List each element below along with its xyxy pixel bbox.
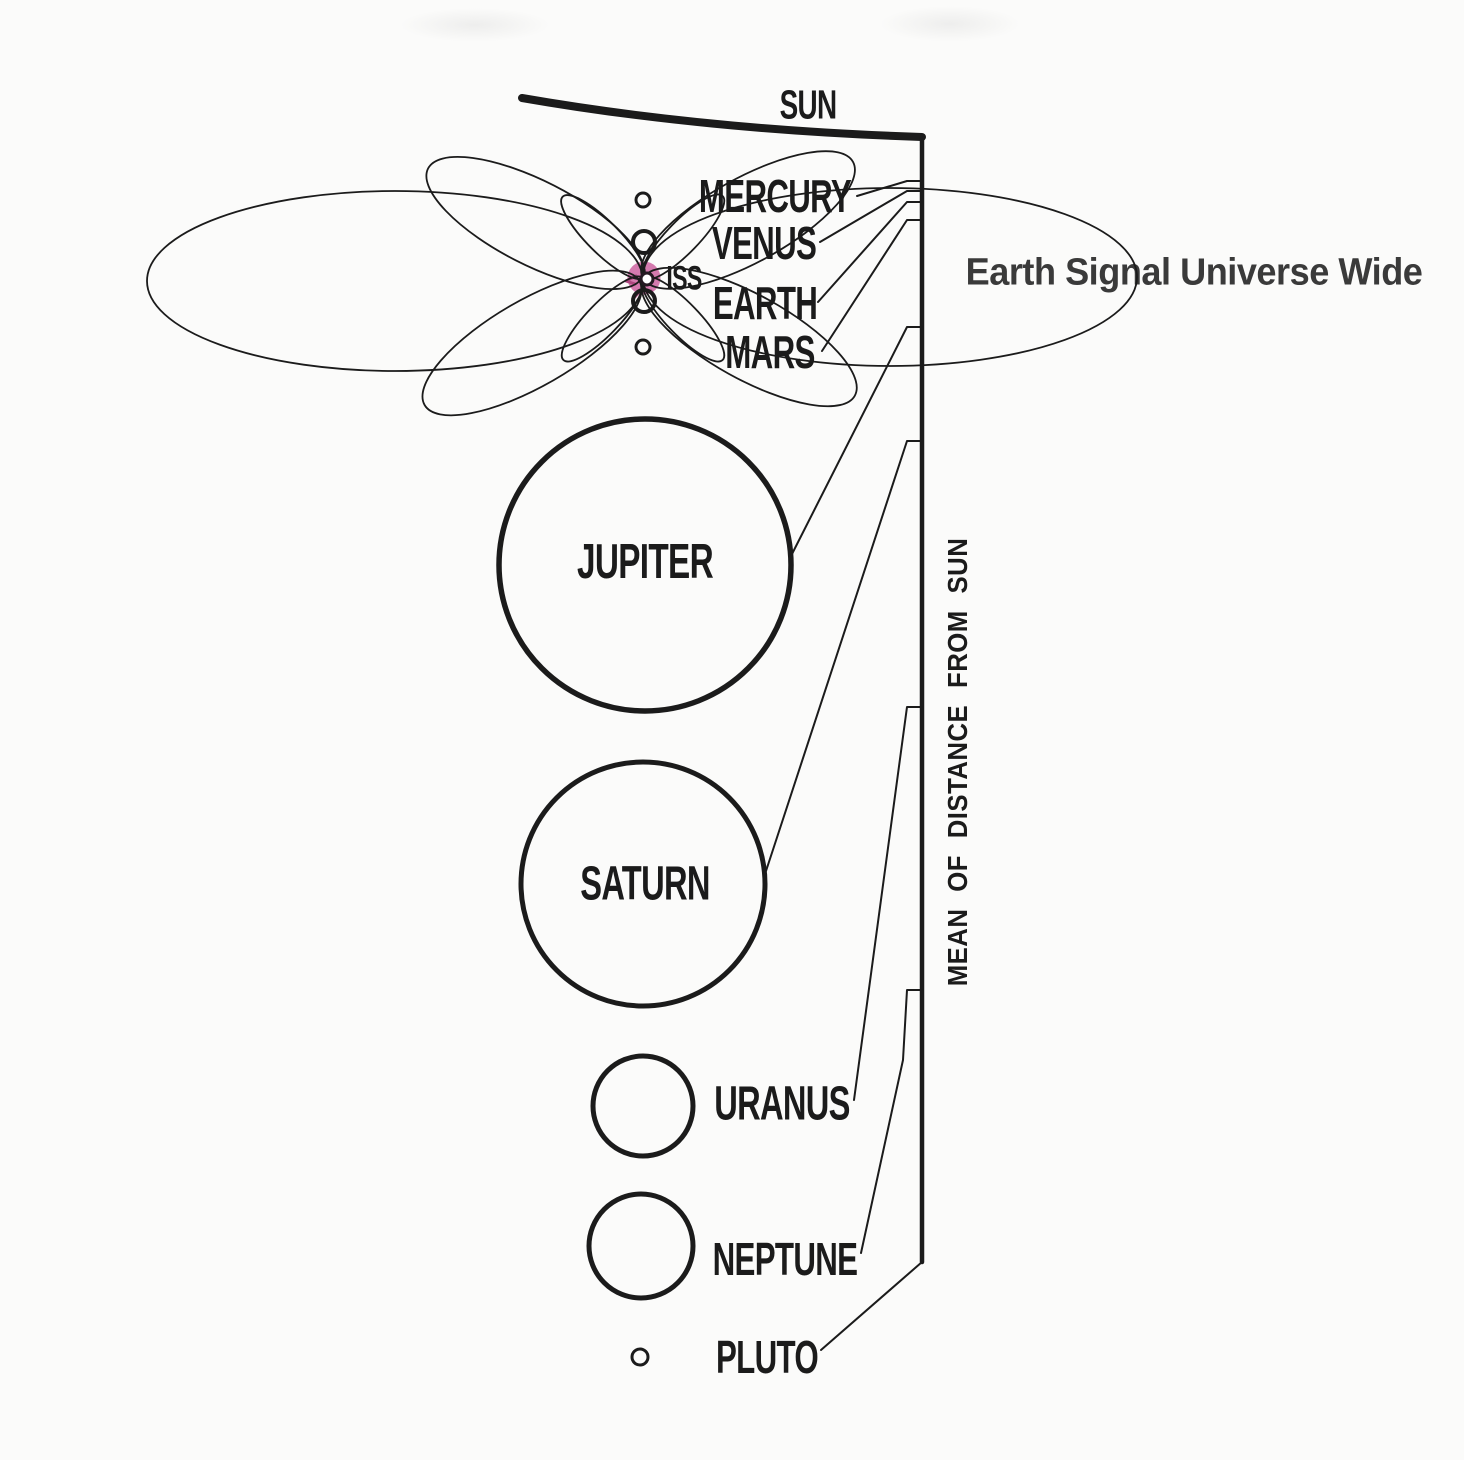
planet-circle-neptune [586,1191,696,1301]
planet-label-venus: VENUS [711,217,817,269]
planet-circle-jupiter [496,416,794,714]
planet-label-jupiter: JUPITER [577,535,714,589]
antenna-lobe-upper-left [425,156,645,290]
antenna-lobe-lower-left [421,269,643,417]
planet-circle-mars [634,338,652,356]
antenna-lobe-lower-right [640,266,858,408]
sun-arc [518,94,926,141]
leader-saturn [765,440,923,872]
planet-label-pluto: PLUTO [715,1331,819,1383]
planet-circle-uranus [590,1053,696,1159]
planet-circle-venus [631,229,657,255]
planet-label-neptune: NEPTUNE [712,1233,858,1285]
distance-leader-lines [765,180,923,1351]
leader-venus [819,190,923,243]
planet-label-mars: MARS [725,326,815,378]
planet-label-saturn: SATURN [580,857,710,911]
planet-circles [496,191,794,1367]
iss-label: ISS [666,259,702,298]
paper-smudge [880,6,1020,42]
leader-pluto [820,1261,923,1351]
planet-label-uranus: URANUS [714,1077,850,1131]
leader-neptune [860,989,923,1254]
earth-signal-annotation: Earth Signal Universe Wide [965,251,1423,294]
planet-circle-earth [631,288,657,314]
leader-uranus [853,706,923,1101]
iss-antenna-ring [639,271,655,287]
planet-label-mercury: MERCURY [698,170,852,222]
paper-smudge [400,8,550,42]
planet-circle-saturn [518,759,768,1009]
leader-earth [817,201,923,303]
leader-mars [821,219,923,352]
antenna-lobe-upper-right [640,150,856,290]
planet-circle-pluto [630,1347,650,1367]
sun-label: SUN [779,81,838,128]
planet-circle-mercury [634,191,652,209]
leader-jupiter [790,326,923,557]
leader-mercury [856,180,923,197]
